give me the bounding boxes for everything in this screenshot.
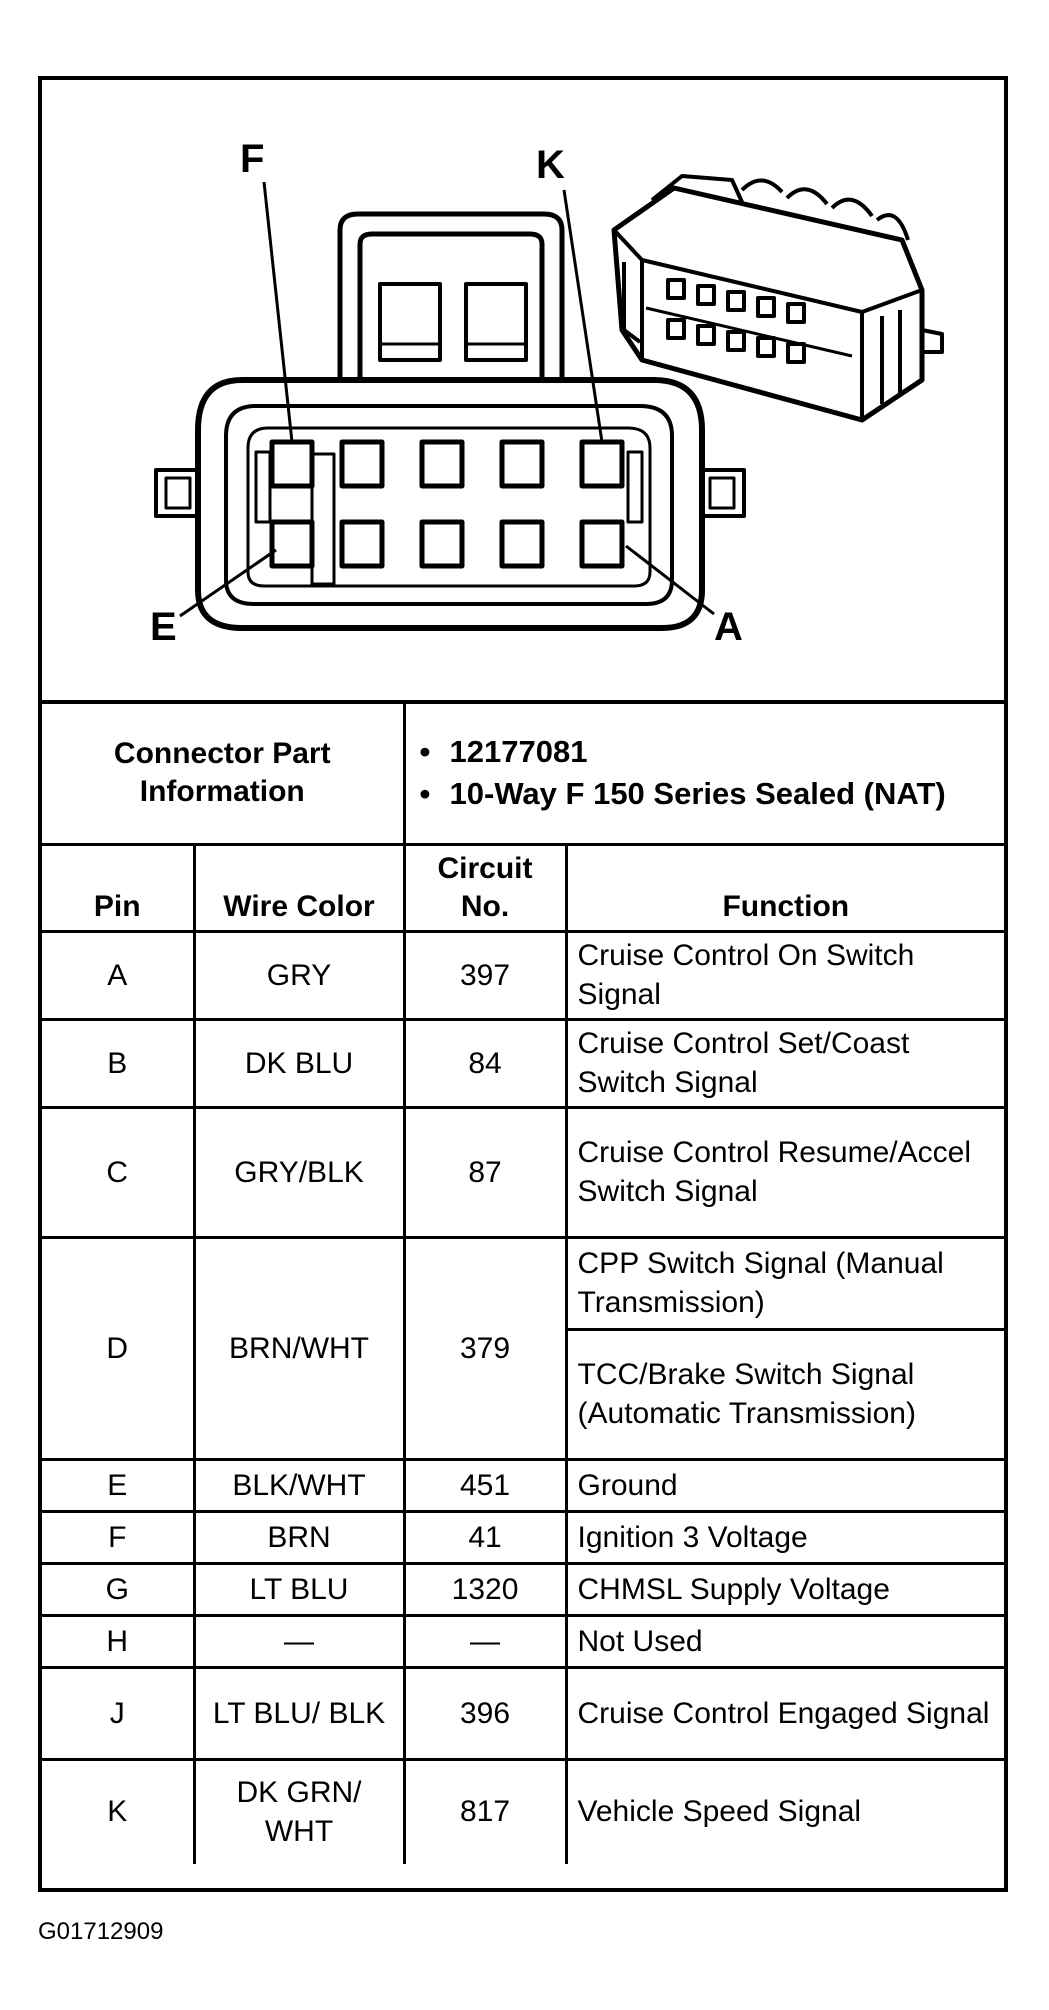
- circuit-cell: 41: [402, 1510, 568, 1566]
- pin-cell: F: [42, 1510, 196, 1566]
- pin-table: Connector Part Information 12177081 10-W…: [42, 700, 1005, 1864]
- circuit-cell: 451: [402, 1458, 568, 1514]
- pin-cell: A: [42, 930, 196, 1022]
- callout-a: A: [714, 605, 743, 649]
- pin-cell: J: [42, 1666, 196, 1762]
- function-cell: Cruise Control Engaged Signal: [564, 1666, 1005, 1762]
- table-row: E BLK/WHT 451 Ground: [42, 1458, 1005, 1514]
- connector-series: 10-Way F 150 Series Sealed (NAT): [416, 775, 995, 814]
- header-circuit-no: Circuit No.: [402, 842, 568, 934]
- function-cell: CHMSL Supply Voltage: [564, 1562, 1005, 1618]
- function-cell: Ignition 3 Voltage: [564, 1510, 1005, 1566]
- connector-diagram: F K E A: [150, 137, 944, 649]
- table-row: C GRY/BLK 87 Cruise Control Resume/Accel…: [42, 1106, 1005, 1240]
- figure-id: G01712909: [38, 1918, 164, 1945]
- wire-color-cell: —: [192, 1614, 406, 1670]
- circuit-cell: 1320: [402, 1562, 568, 1618]
- pin-cell: H: [42, 1614, 196, 1670]
- header-pin: Pin: [42, 842, 196, 934]
- circuit-cell: —: [402, 1614, 568, 1670]
- table-row: H — — Not Used: [42, 1614, 1005, 1670]
- callout-e: E: [150, 605, 177, 649]
- circuit-cell: 396: [402, 1666, 568, 1762]
- pin-cell: B: [42, 1018, 196, 1110]
- function-cell: Ground: [564, 1458, 1005, 1514]
- circuit-cell: 379: [402, 1236, 568, 1462]
- circuit-cell: 817: [402, 1758, 568, 1864]
- callout-f: F: [240, 137, 264, 181]
- header-wire-color: Wire Color: [192, 842, 406, 934]
- wire-color-cell: DK GRN/ WHT: [192, 1758, 406, 1864]
- leader-lines: [179, 181, 715, 618]
- table-row: G LT BLU 1320 CHMSL Supply Voltage: [42, 1562, 1005, 1618]
- wire-color-cell: GRY: [192, 930, 406, 1022]
- table-row: B DK BLU 84 Cruise Control Set/Coast Swi…: [42, 1018, 1005, 1110]
- wire-color-cell: GRY/BLK: [192, 1106, 406, 1240]
- diagram-frame: F K E A: [38, 76, 1008, 1892]
- function-cell: Cruise Control On Switch Signal: [564, 930, 1005, 1022]
- connector-isometric-view-icon: [611, 174, 944, 423]
- wire-color-cell: BLK/WHT: [192, 1458, 406, 1514]
- connector-face-view-icon: [154, 211, 746, 631]
- circuit-cell: 397: [402, 930, 568, 1022]
- wire-color-cell: LT BLU: [192, 1562, 406, 1618]
- callout-k: K: [536, 143, 565, 187]
- circuit-cell: 87: [402, 1106, 568, 1240]
- function-cell: CPP Switch Signal (Manual Transmission): [564, 1236, 1005, 1332]
- table-row: F BRN 41 Ignition 3 Voltage: [42, 1510, 1005, 1566]
- table-row: A GRY 397 Cruise Control On Switch Signa…: [42, 930, 1005, 1022]
- wire-color-cell: BRN: [192, 1510, 406, 1566]
- connector-info-values: 12177081 10-Way F 150 Series Sealed (NAT…: [402, 700, 1005, 846]
- function-cell: Cruise Control Set/Coast Switch Signal: [564, 1018, 1005, 1110]
- connector-info-label: Connector Part Information: [42, 700, 406, 846]
- pin-cell: K: [42, 1758, 196, 1864]
- table-row: D BRN/WHT 379 CPP Switch Signal (Manual …: [42, 1236, 1005, 1462]
- connector-part-number: 12177081: [416, 733, 995, 772]
- function-cell: TCC/Brake Switch Signal (Automatic Trans…: [566, 1328, 1005, 1462]
- table-row: TCC/Brake Switch Signal (Automatic Trans…: [42, 1328, 1005, 1462]
- function-cell: Vehicle Speed Signal: [564, 1758, 1005, 1864]
- wire-color-cell: LT BLU/ BLK: [192, 1666, 406, 1762]
- circuit-cell: 84: [402, 1018, 568, 1110]
- table-row: K DK GRN/ WHT 817 Vehicle Speed Signal: [42, 1758, 1005, 1864]
- pin-cell: G: [42, 1562, 196, 1618]
- connector-diagram-area: F K E A: [42, 80, 1004, 700]
- wire-color-cell: DK BLU: [192, 1018, 406, 1110]
- pin-cell: C: [42, 1106, 196, 1240]
- pin-cell: E: [42, 1458, 196, 1514]
- table-header-row: Pin Wire Color Circuit No. Function: [42, 842, 1005, 934]
- connector-info-row: Connector Part Information 12177081 10-W…: [42, 700, 1005, 846]
- header-function: Function: [564, 842, 1005, 934]
- pin-cell: D: [42, 1236, 196, 1462]
- table-row: J LT BLU/ BLK 396 Cruise Control Engaged…: [42, 1666, 1005, 1762]
- function-cell: Not Used: [564, 1614, 1005, 1670]
- wire-color-cell: BRN/WHT: [192, 1236, 406, 1462]
- function-cell: Cruise Control Resume/Accel Switch Signa…: [564, 1106, 1005, 1240]
